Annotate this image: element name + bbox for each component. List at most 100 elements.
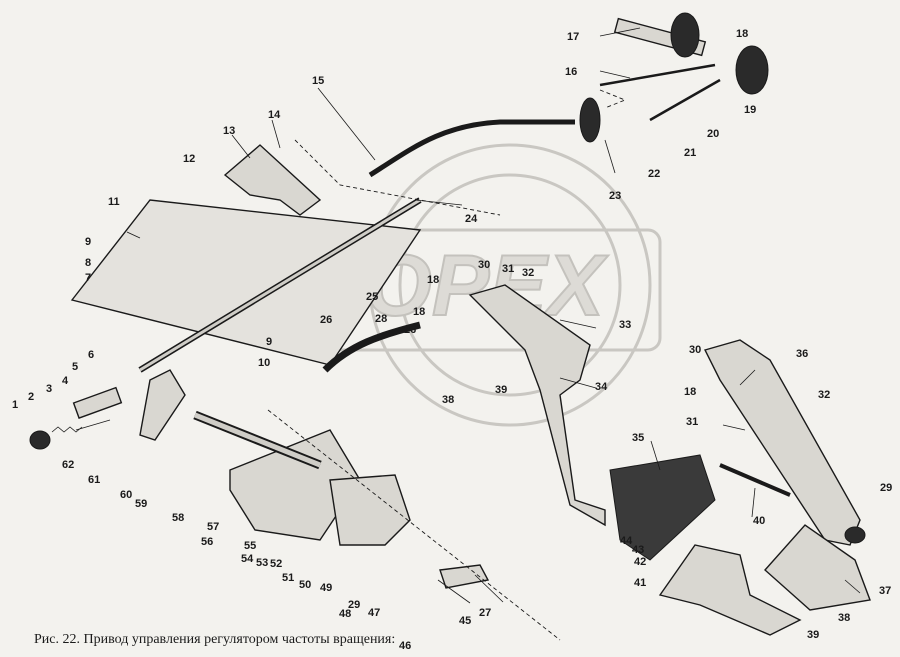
control-cable — [368, 119, 575, 178]
callout-62: 62 — [62, 459, 74, 471]
callout-4: 4 — [62, 375, 69, 387]
callout-19: 19 — [744, 104, 756, 116]
callout-17: 17 — [567, 31, 579, 43]
cable-flange — [579, 97, 601, 143]
callout-12: 12 — [183, 153, 195, 165]
callout-37: 37 — [879, 585, 891, 597]
callout-51: 51 — [282, 572, 294, 584]
callout-29: 29 — [348, 599, 360, 611]
callout-52: 52 — [270, 558, 282, 570]
callout-7: 7 — [85, 272, 91, 284]
knob-17 — [670, 12, 700, 58]
callout-39-b: 39 — [495, 384, 507, 396]
governor-bracket — [329, 474, 411, 546]
callout-42: 42 — [634, 556, 646, 568]
callout-3: 3 — [46, 383, 52, 395]
callout-30: 30 — [689, 344, 701, 356]
governor-housing — [229, 429, 361, 541]
callout-61: 61 — [88, 474, 100, 486]
callout-45: 45 — [459, 615, 471, 627]
callout-58: 58 — [172, 512, 184, 524]
callout-44: 44 — [620, 535, 633, 547]
callout-39: 39 — [807, 629, 819, 641]
bracket-41 — [658, 544, 802, 636]
callout-55: 55 — [244, 540, 256, 552]
callout-26: 26 — [320, 314, 332, 326]
callout-36: 36 — [796, 348, 808, 360]
callout-56: 56 — [201, 536, 213, 548]
callout-20: 20 — [707, 128, 719, 140]
callout-35: 35 — [632, 432, 644, 444]
callout-41: 41 — [634, 577, 646, 589]
callout-50: 50 — [299, 579, 311, 591]
callout-16: 16 — [565, 66, 577, 78]
callout-25: 25 — [366, 291, 378, 303]
callout-32-b: 32 — [522, 267, 534, 279]
pull-rod-22 — [649, 78, 721, 122]
callout-24: 24 — [465, 213, 478, 225]
callout-22: 22 — [648, 168, 660, 180]
pedal-lever — [468, 284, 606, 527]
callout-28: 28 — [375, 313, 387, 325]
callout-48: 48 — [339, 608, 351, 620]
callout-49: 49 — [320, 582, 332, 594]
callout-18-c: 18 — [413, 306, 425, 318]
callout-57: 57 — [207, 521, 219, 533]
rubber-boot — [609, 454, 716, 561]
callout-47: 47 — [368, 607, 380, 619]
callout-2: 2 — [28, 391, 34, 403]
callout-21: 21 — [684, 147, 696, 159]
callout-34: 34 — [595, 381, 608, 393]
callout-23: 23 — [609, 190, 621, 202]
callout-11: 11 — [108, 196, 120, 208]
callout-31-b: 31 — [502, 263, 514, 275]
callout-43: 43 — [632, 544, 644, 556]
callout-30-b: 30 — [478, 259, 490, 271]
spring-tube — [72, 386, 123, 419]
callout-8: 8 — [85, 257, 91, 269]
callout-13: 13 — [223, 125, 235, 137]
callout-46: 46 — [399, 640, 411, 652]
rod-lower — [439, 564, 490, 589]
callout-9: 9 — [85, 236, 91, 248]
callout-18-b: 18 — [427, 274, 439, 286]
callout-32: 32 — [818, 389, 830, 401]
knob-19 — [735, 45, 769, 95]
callout-59: 59 — [135, 498, 147, 510]
callout-labels: 1 2 3 4 5 6 7 8 9 10 11 12 13 14 15 16 1… — [12, 28, 892, 652]
pin-40 — [719, 463, 791, 497]
lever-48 — [139, 369, 186, 441]
callout-10: 10 — [258, 357, 270, 369]
cap-1 — [29, 430, 51, 450]
base-plate — [70, 199, 422, 366]
callout-26-b: 26 — [404, 324, 416, 336]
spring-2 — [51, 426, 83, 433]
callout-18: 18 — [736, 28, 748, 40]
callout-14: 14 — [268, 109, 281, 121]
callout-15: 15 — [312, 75, 324, 87]
rod-upper — [322, 321, 421, 373]
callout-6: 6 — [88, 349, 94, 361]
callout-29-b: 29 — [880, 482, 892, 494]
callout-40: 40 — [753, 515, 765, 527]
bracket — [223, 144, 322, 216]
callout-18-d: 18 — [684, 386, 696, 398]
leader-lines — [75, 27, 861, 604]
pull-rod-16 — [599, 63, 716, 87]
callout-5: 5 — [72, 361, 78, 373]
callout-53: 53 — [256, 557, 268, 569]
callout-9-b: 9 — [266, 336, 272, 348]
callout-60: 60 — [120, 489, 132, 501]
callout-38: 38 — [838, 612, 850, 624]
callout-31: 31 — [686, 416, 698, 428]
accelerator-pedal — [703, 339, 861, 546]
watermark-text: OPEX — [365, 238, 609, 334]
callout-38: 38 — [442, 394, 454, 406]
callout-1: 1 — [12, 399, 18, 411]
watermark: OPEX — [318, 143, 662, 427]
figure-caption: Рис. 22. Привод управления регулятором ч… — [34, 632, 396, 647]
callout-27: 27 — [479, 607, 491, 619]
callout-33: 33 — [619, 319, 631, 331]
callout-54: 54 — [241, 553, 254, 565]
